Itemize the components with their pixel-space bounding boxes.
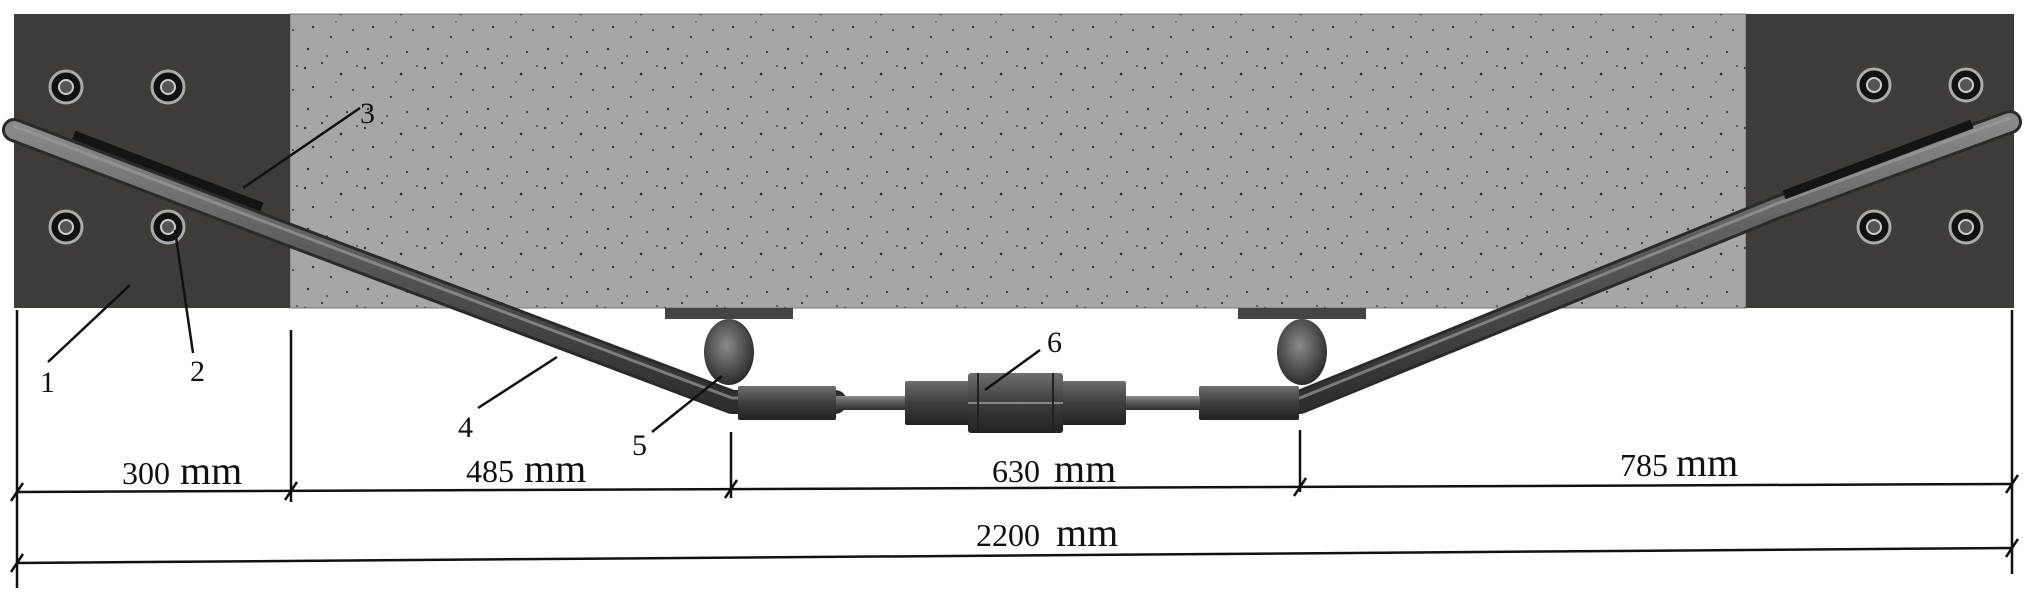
callout-2: 2 xyxy=(190,355,205,388)
dimension-tick xyxy=(2004,474,2020,494)
callout-1: 1 xyxy=(40,366,55,399)
leader-3 xyxy=(242,106,361,190)
left-bolt-group xyxy=(48,69,186,245)
bolt-icon xyxy=(150,209,186,245)
right-thin-rod xyxy=(1125,396,1200,410)
right-saddle xyxy=(1277,319,1327,385)
right-horizontal-sleeve xyxy=(1199,386,1299,420)
bolt-icon xyxy=(1948,67,1984,103)
callout-5: 5 xyxy=(632,429,647,462)
leader-1 xyxy=(47,284,131,363)
right-anchor-sleeve xyxy=(1782,119,1974,200)
dimension-tick xyxy=(2004,538,2020,558)
bolt-icon xyxy=(1856,67,1892,103)
left-saddle xyxy=(704,319,754,385)
right-bolt-group xyxy=(1856,67,1984,245)
left-anchor-sleeve xyxy=(72,130,264,212)
callout-leaders xyxy=(47,106,1041,433)
dimension-tick xyxy=(1292,477,1308,497)
dimension-tick xyxy=(283,481,299,501)
bolt-icon xyxy=(150,69,186,105)
total-dimension-line xyxy=(16,546,2013,565)
leader-2 xyxy=(173,229,195,354)
dimension-lines xyxy=(9,310,2020,588)
dimension-tick xyxy=(723,479,739,499)
callout-6: 6 xyxy=(1047,326,1062,359)
callout-3: 3 xyxy=(360,97,375,130)
dimension-tick xyxy=(9,553,25,573)
tendon xyxy=(2,110,2022,433)
left-thin-rod xyxy=(836,396,906,410)
dimension-tick xyxy=(9,482,25,502)
bolt-icon xyxy=(1948,209,1984,245)
left-horizontal-sleeve xyxy=(738,386,836,420)
callout-numbers: 1 2 3 4 5 6 xyxy=(40,97,1062,462)
segment-dimension-line xyxy=(16,482,2013,494)
turnbuckle-coupler xyxy=(905,373,1126,433)
callout-4: 4 xyxy=(458,411,473,444)
leader-5 xyxy=(651,375,723,433)
right-bearing-plate xyxy=(1238,308,1366,319)
bolt-icon xyxy=(48,69,84,105)
concrete-beam xyxy=(289,13,1747,309)
left-bearing-plate xyxy=(665,308,793,319)
bolt-icon xyxy=(1856,209,1892,245)
leader-4 xyxy=(477,355,558,410)
bolt-icon xyxy=(48,209,84,245)
leader-6 xyxy=(984,348,1041,392)
